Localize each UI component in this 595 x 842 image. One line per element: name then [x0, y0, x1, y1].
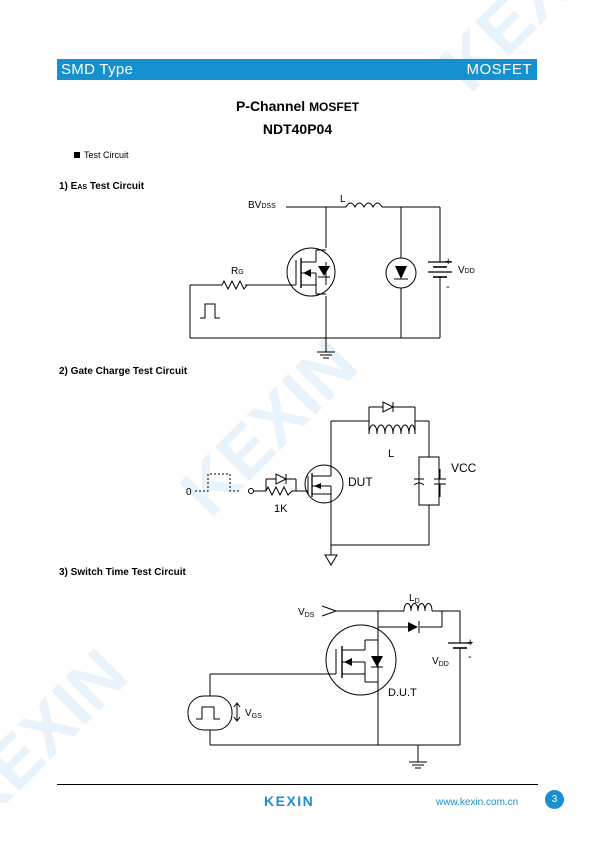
- c3-vdd-label: V: [432, 656, 439, 667]
- test-circuit-label: Test Circuit: [84, 150, 129, 160]
- c3-vds-sub: DS: [305, 612, 315, 619]
- c3-vds-label: V: [298, 607, 305, 618]
- footer-url[interactable]: www.kexin.com.cn: [436, 797, 519, 808]
- c2-dut-label: DUT: [348, 475, 373, 489]
- c1-vdd-sub: DD: [465, 268, 475, 275]
- eas-sub: AS: [77, 184, 88, 191]
- eas-rg-resistor-icon: [221, 279, 248, 291]
- gc-mosfet-icon: [304, 464, 344, 504]
- footer-divider: [57, 784, 538, 785]
- c1-plus-sign: +: [445, 256, 451, 268]
- c2-resistor-label: 1K: [274, 503, 288, 515]
- section-eas-heading: 1) EAS Test Circuit: [59, 181, 144, 192]
- c2-inductor-label: L: [388, 448, 394, 460]
- eas-pulse-icon: [200, 303, 220, 319]
- gc-input-terminal-icon: [248, 488, 254, 494]
- gc-capacitor-box-icon: [418, 456, 440, 506]
- eas-inductor-icon: [345, 202, 383, 209]
- svg-text:VDS: VDS: [298, 607, 315, 619]
- header-type-label: SMD Type: [61, 61, 134, 78]
- c1-minus-sign: -: [446, 281, 450, 293]
- c1-rg-label: R: [231, 266, 238, 277]
- st-freewheel-diode-icon: [408, 622, 418, 632]
- eas-prefix: 1) E: [59, 181, 78, 192]
- c3-plus-sign: +: [467, 637, 473, 649]
- c3-dut-label: D.U.T: [388, 687, 417, 699]
- header-bar: SMD Type MOSFET: [57, 59, 537, 80]
- gate-charge-test-circuit: [195, 401, 446, 566]
- c1-bv-label: BV: [248, 200, 262, 211]
- section-switch-time-heading: 3) Switch Time Test Circuit: [59, 567, 186, 578]
- st-mosfet-icon: [325, 624, 397, 696]
- svg-text:LD: LD: [409, 593, 420, 605]
- eas-test-circuit: [189, 202, 452, 359]
- title-sub: MOSFET: [309, 100, 360, 114]
- gc-pulse-icon: [195, 473, 240, 492]
- gc-ground-icon: [324, 554, 338, 566]
- test-circuit-heading: Test Circuit: [74, 150, 129, 160]
- c1-inductor-label: L: [340, 194, 346, 205]
- c3-minus-sign: -: [468, 651, 472, 663]
- c2-zero-label: 0: [186, 487, 192, 498]
- svg-text:VDD: VDD: [432, 656, 449, 668]
- c1-bv-sub: DSS: [261, 203, 276, 210]
- st-vds-arrow-icon: [321, 605, 338, 617]
- svg-text:VGS: VGS: [245, 708, 262, 720]
- gc-inductor-icon: [368, 424, 416, 435]
- svg-text:VDD: VDD: [458, 265, 475, 276]
- title-main: P-Channel: [235, 98, 310, 114]
- page-number-badge: 3: [545, 790, 564, 809]
- switch-time-test-circuit: [187, 603, 472, 769]
- st-pulse-icon: [196, 706, 220, 720]
- section-gate-charge-heading: 2) Gate Charge Test Circuit: [59, 366, 188, 377]
- header-category-label: MOSFET: [466, 61, 532, 78]
- eas-mosfet-icon: [286, 247, 336, 297]
- svg-text:RG: RG: [231, 266, 244, 277]
- gc-freewheel-diode-icon: [382, 401, 395, 413]
- c3-vgs-label: V: [245, 708, 252, 719]
- kexin-logo: KEXIN: [264, 793, 315, 809]
- gc-gate-diode-icon: [275, 473, 288, 485]
- svg-text:BVDSS: BVDSS: [248, 200, 276, 211]
- c3-vgs-sub: GS: [252, 713, 262, 720]
- c3-ld-sub: D: [415, 598, 420, 605]
- c1-rg-sub: G: [238, 269, 243, 276]
- c3-ld-label: L: [409, 593, 415, 604]
- part-number: NDT40P04: [262, 121, 333, 137]
- c2-vcc-label: VCC: [451, 461, 477, 475]
- c1-vdd-label: V: [458, 265, 465, 276]
- square-bullet-icon: [74, 152, 80, 158]
- eas-suffix: Test Circuit: [87, 181, 145, 192]
- st-inductor-icon: [403, 603, 433, 612]
- page-title: P-Channel MOSFET: [0, 98, 595, 114]
- eas-flyback-diode-icon: [395, 266, 407, 279]
- gc-resistor-icon: [265, 485, 296, 497]
- c3-vdd-sub: DD: [439, 661, 449, 668]
- st-pulse-source-icon: [187, 695, 233, 731]
